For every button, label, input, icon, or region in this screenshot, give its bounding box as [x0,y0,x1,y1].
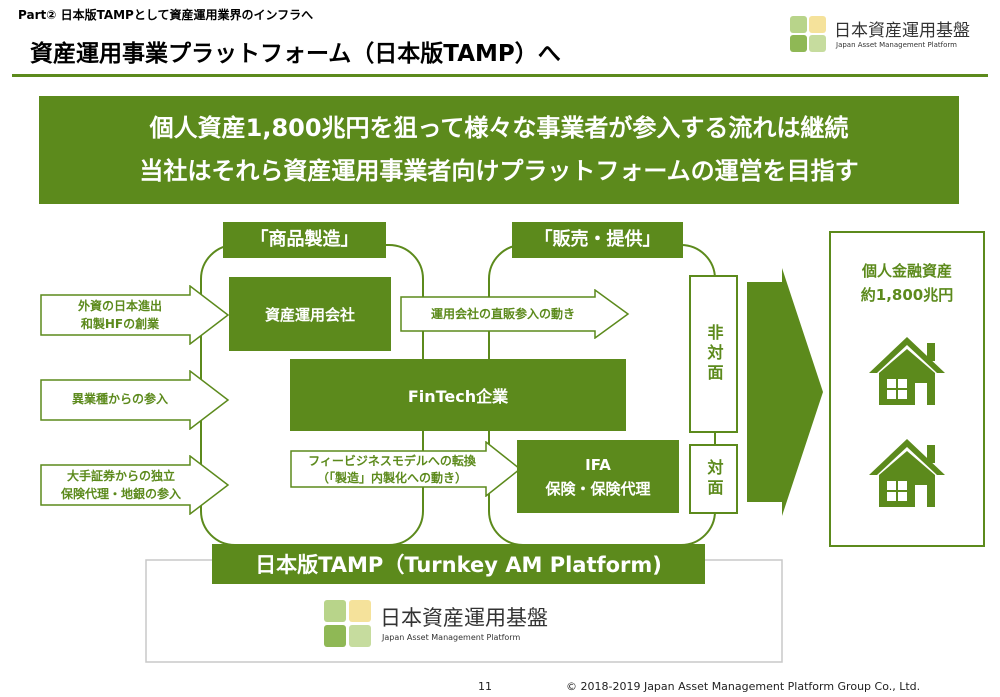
arrow-label-line1: 大手証券からの独立 [66,469,175,483]
entry-arrow-independent: 大手証券からの独立 保険代理・地銀の参入 [40,455,230,515]
direct-sales-label: 運用会社の直販参入の動き [430,307,575,321]
logo-name: 日本資産運用基盤 [834,21,970,41]
headline-banner: 個人資産1,800兆円を狙って様々な事業者が参入する流れは継続 当社はそれら資産… [39,96,959,204]
fee-arrow-line1: フィービジネスモデルへの転換 [308,454,476,468]
banner-line-1: 個人資産1,800兆円を狙って様々な事業者が参入する流れは継続 [149,114,849,142]
page-number: 11 [478,680,492,693]
panel-line-1: 個人金融資産 [861,262,952,280]
face-to-face-box: 対面 [689,444,738,514]
panel-line-2: 約1,800兆円 [860,286,954,304]
logo-square-icon [349,600,371,622]
house-icon [869,337,945,405]
logo-square-icon [324,600,346,622]
ifa-box: IFA 保険・保険代理 [517,440,679,513]
logo-square-icon [349,625,371,647]
large-right-arrow-icon [747,268,823,516]
logo-square-icon [324,625,346,647]
outline-arrow-icon [40,455,230,515]
arrow-label-line1: 外資の日本進出 [77,299,162,313]
outline-arrow-icon [40,370,230,430]
page-title: 資産運用事業プラットフォーム（日本版TAMP）へ [30,41,561,67]
company-logo-top: 日本資産運用基盤 Japan Asset Management Platform [790,14,980,56]
bracket-manufacturing: 「商品製造」 [223,222,386,258]
non-face-to-face-box: 非対面 [689,275,738,433]
logo-name: 日本資産運用基盤 [380,606,548,630]
arrow-label-line2: 保険代理・地銀の参入 [60,487,181,501]
fee-model-arrow: フィービジネスモデルへの転換 （「製造」内製化への動き） [290,441,522,497]
copyright: © 2018-2019 Japan Asset Management Platf… [566,680,921,693]
company-logo-bottom: 日本資産運用基盤 Japan Asset Management Platform [324,600,584,648]
individual-assets-panel: 個人金融資産 約1,800兆円 [829,231,985,547]
banner-line-2: 当社はそれら資産運用事業者向けプラットフォームの運営を目指す [139,157,859,185]
outline-arrow-icon [40,285,230,345]
title-divider [12,74,988,77]
logo-square-icon [809,35,826,52]
asset-management-company-box: 資産運用会社 [229,277,391,351]
outline-arrow-icon [290,441,522,497]
outline-arrow-icon [400,289,630,339]
logo-square-icon [809,16,826,33]
ifa-subtitle: 保険・保険代理 [545,479,651,498]
logo-square-icon [790,35,807,52]
arrow-label-line1: 異業種からの参入 [71,392,168,406]
arrow-label-line2: 和製HFの創業 [80,317,160,331]
logo-subtitle: Japan Asset Management Platform [382,633,521,642]
bracket-sales: 「販売・提供」 [512,222,683,258]
fintech-box: FinTech企業 [290,359,626,431]
entry-arrow-foreign: 外資の日本進出 和製HFの創業 [40,285,230,345]
part-label: Part② 日本版TAMPとして資産運用業界のインフラへ [18,8,314,22]
logo-square-icon [790,16,807,33]
house-icon [869,439,945,507]
direct-sales-arrow: 運用会社の直販参入の動き [400,289,630,339]
ifa-title: IFA [585,455,611,474]
entry-arrow-other-industry: 異業種からの参入 [40,370,230,430]
tamp-label: 日本版TAMP（Turnkey AM Platform) [212,544,705,584]
logo-subtitle: Japan Asset Management Platform [836,41,957,49]
fee-arrow-line2: （「製造」内製化への動き） [316,471,467,485]
